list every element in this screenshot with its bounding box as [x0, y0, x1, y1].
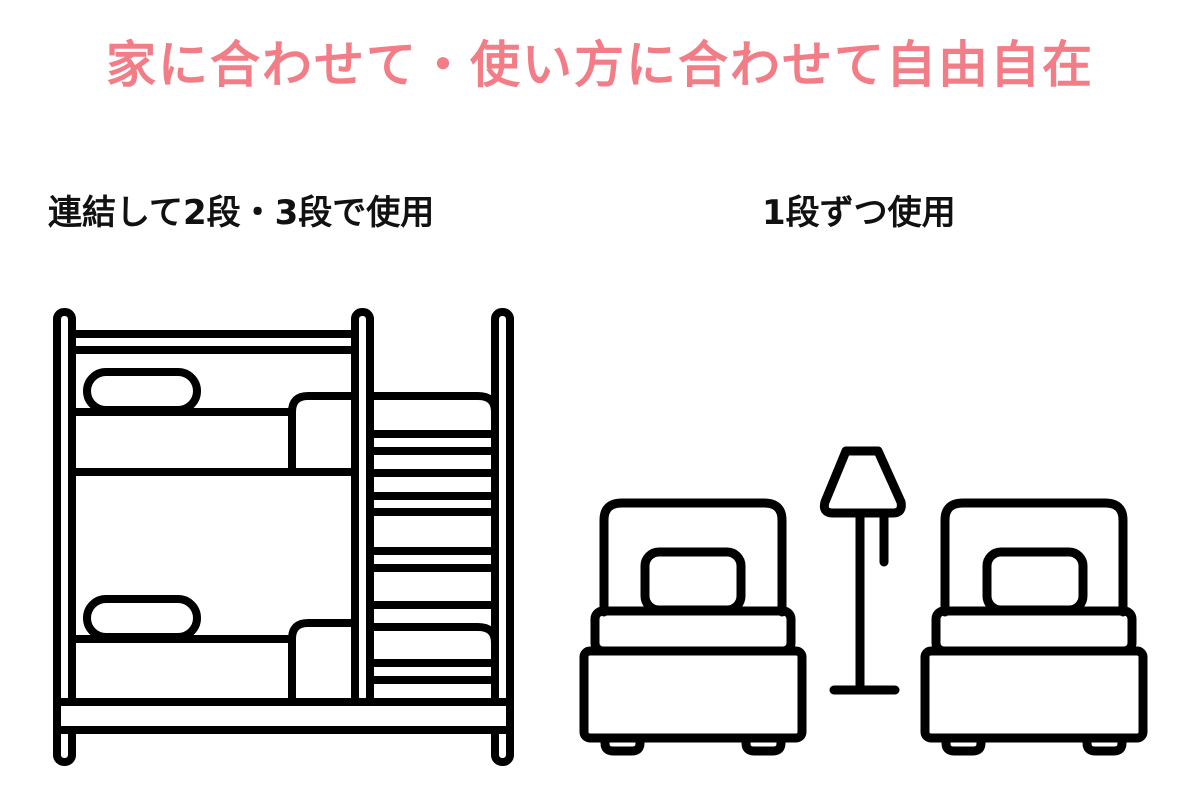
right-bed: [920, 498, 1148, 756]
section-label-single: 1段ずつ使用: [762, 193, 956, 233]
page-title: 家に合わせて・使い方に合わせて自由自在: [106, 36, 1094, 94]
left-bed: [579, 498, 807, 756]
bunk-bed-icon: [53, 308, 514, 766]
floor-lamp: [819, 446, 906, 695]
section-label-stacked: 連結して2段・3段で使用: [48, 193, 435, 233]
